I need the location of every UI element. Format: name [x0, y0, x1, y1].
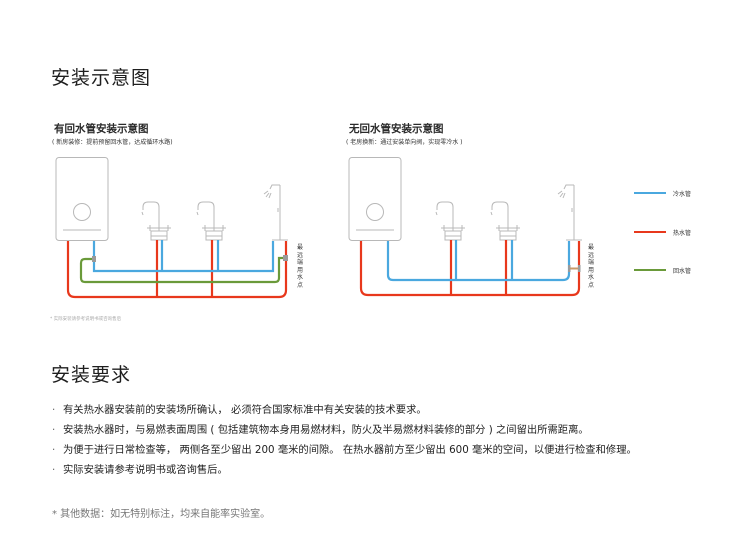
- requirements-list: · 有关热水器安装前的安装场所确认， 必须符合国家标准中有关安装的技术要求。 · 安…: [52, 403, 637, 483]
- shower-icon: [557, 184, 582, 241]
- diagram-2-subtitle: ( 老房换新：通过安装单向阀，实现零冷水 ): [346, 139, 463, 146]
- bullet-icon: ·: [52, 424, 56, 436]
- faucet-icon: [141, 201, 171, 241]
- legend-hot-water: 热水管: [634, 227, 691, 237]
- requirement-item: · 安装热水器时，与易燃表面周围 ( 包括建筑物本身用易燃材料，防火及半易燃材料装…: [52, 423, 637, 443]
- shower-icon: [263, 184, 288, 241]
- diagram-2-title: 无回水管安装示意图: [349, 123, 444, 135]
- bullet-icon: ·: [52, 444, 56, 456]
- requirement-item: · 为便于进行日常检查等， 两侧各至少留出 200 毫米的间隙。 在热水器前方至少…: [52, 443, 637, 463]
- legend-return-water: 回水管: [634, 265, 691, 275]
- heater-display-icon: [73, 203, 91, 221]
- check-valve-icon: [568, 265, 581, 272]
- diagram-2-no-return: [348, 157, 582, 297]
- legend-swatch-return: [634, 268, 666, 272]
- footnote: * 其他数据：如无特别标注，均来自能率实验室。: [52, 509, 271, 520]
- bullet-icon: ·: [52, 404, 56, 416]
- legend-label: 热水管: [673, 229, 692, 237]
- legend-label: 回水管: [673, 267, 692, 275]
- heater-display-icon: [366, 203, 384, 221]
- requirement-text: 有关热水器安装前的安装场所确认， 必须符合国家标准中有关安装的技术要求。: [63, 404, 427, 416]
- water-heater-icon: [348, 157, 402, 241]
- diagram-1-endpoint-label: 最远端用水点: [296, 244, 303, 289]
- requirement-text: 实际安装请参考说明书或咨询售后。: [63, 464, 228, 476]
- requirement-text: 安装热水器时，与易燃表面周围 ( 包括建筑物本身用易燃材料，防火及半易燃材料装修…: [63, 424, 589, 436]
- faucet-icon: [435, 201, 465, 241]
- legend-label: 冷水管: [673, 190, 692, 198]
- diagram-2-endpoint-label: 最远端用水点: [587, 244, 594, 289]
- diagram-1-subtitle: ( 新房装修：提前预留回水管，达成循环水路): [52, 139, 173, 146]
- requirement-item: · 实际安装请参考说明书或咨询售后。: [52, 463, 637, 483]
- diagram-section-title: 安装示意图: [51, 67, 152, 89]
- requirements-section-title: 安装要求: [51, 364, 132, 386]
- hot-water-pipe: [66, 241, 288, 299]
- diagram-1-title: 有回水管安装示意图: [54, 123, 149, 135]
- pipe-connector-icon: [92, 256, 96, 262]
- pipe-connector-icon: [283, 255, 288, 261]
- cold-water-pipe: [92, 241, 275, 273]
- legend-swatch-cold: [634, 191, 666, 195]
- legend-swatch-hot: [634, 230, 666, 234]
- legend-cold-water: 冷水管: [634, 188, 691, 198]
- return-water-pipe: [79, 256, 284, 284]
- faucet-icon: [196, 201, 226, 241]
- requirement-item: · 有关热水器安装前的安装场所确认， 必须符合国家标准中有关安装的技术要求。: [52, 403, 637, 423]
- requirement-text: 为便于进行日常检查等， 两侧各至少留出 200 毫米的间隙。 在热水器前方至少留…: [63, 444, 637, 456]
- diagram-note: * 实际安装请参考说明书或咨询售后: [50, 317, 122, 322]
- cold-water-pipe: [386, 241, 571, 282]
- diagram-1-with-return: [55, 157, 288, 299]
- hot-water-pipe: [359, 241, 581, 297]
- faucet-icon: [490, 201, 520, 241]
- water-heater-icon: [55, 157, 109, 241]
- bullet-icon: ·: [52, 464, 56, 476]
